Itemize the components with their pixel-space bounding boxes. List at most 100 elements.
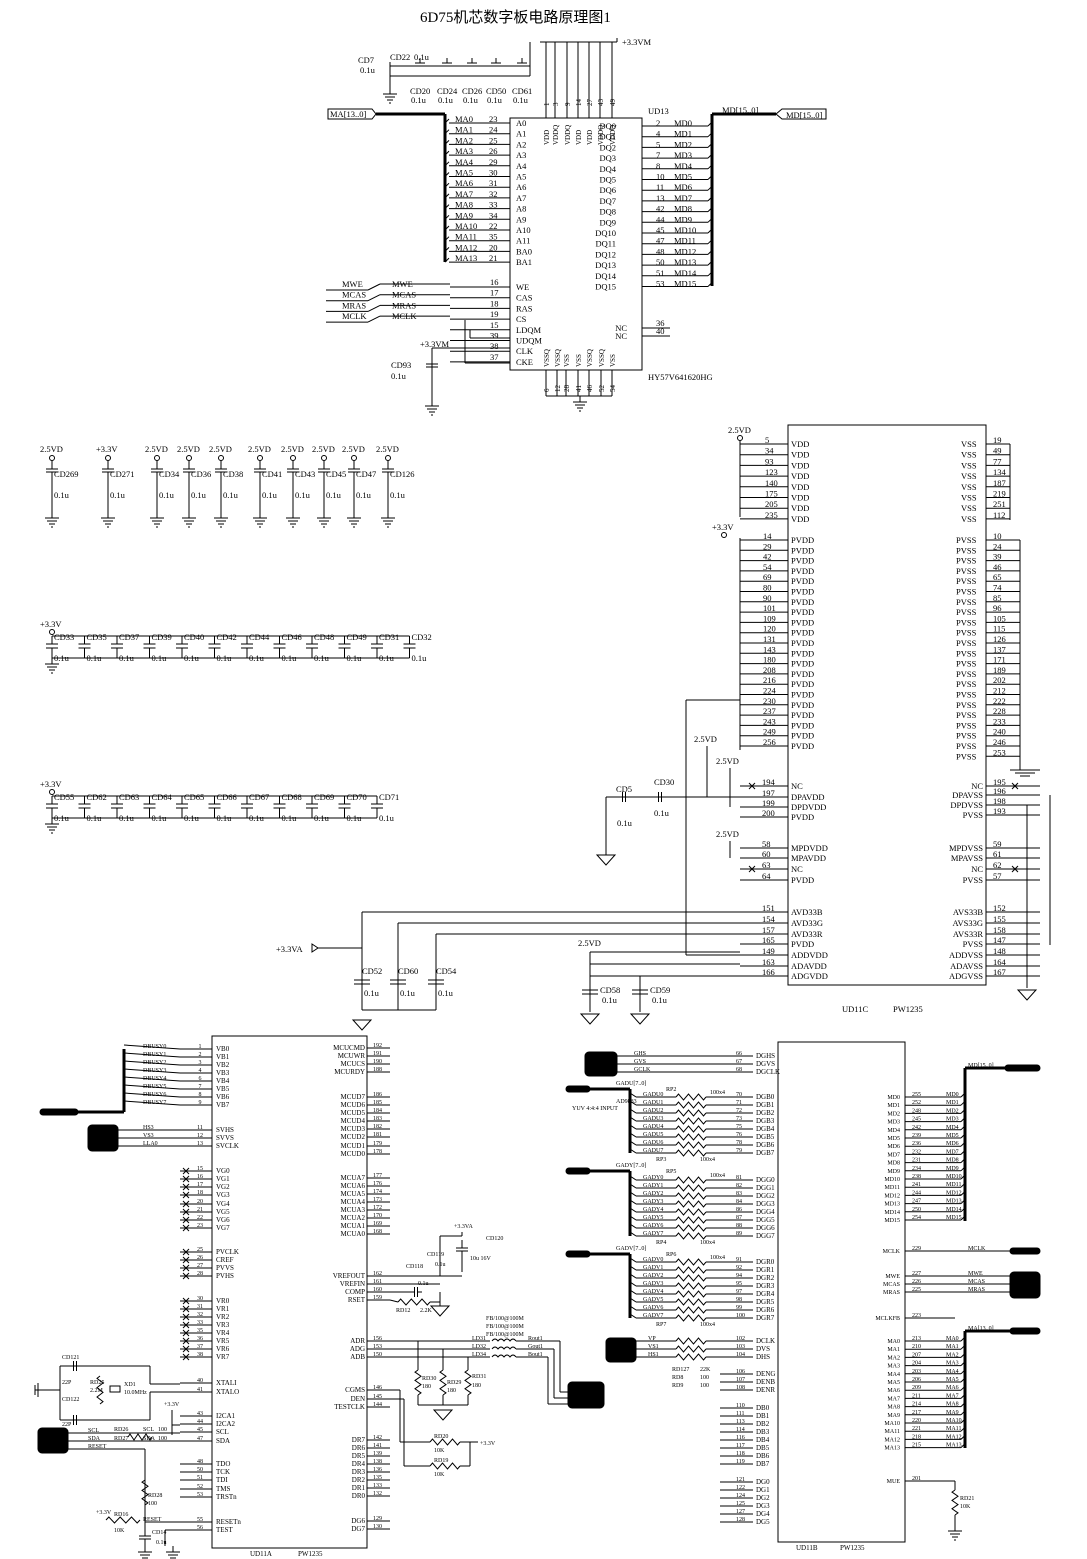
pin-name: PVSS xyxy=(956,638,977,648)
pin-name: PVHS xyxy=(216,1272,234,1280)
resistor xyxy=(675,1192,707,1200)
pin-name: VB2 xyxy=(216,1061,230,1069)
resistor xyxy=(675,1208,707,1216)
pin-name: PVDD xyxy=(791,566,814,576)
res-ref: RD28 xyxy=(148,1493,162,1499)
pin-number: 13 xyxy=(656,193,665,203)
wire xyxy=(960,1207,966,1213)
pin-number: 130 xyxy=(373,1524,382,1530)
pin-name: A4 xyxy=(516,161,527,171)
pin-name: TDO xyxy=(216,1460,230,1468)
pin-number: 243 xyxy=(763,716,776,726)
net-label: MD1 xyxy=(946,1100,959,1106)
pin-number: 63 xyxy=(762,860,771,870)
cap-ref: CD14 xyxy=(152,1530,166,1536)
pin-number: 176 xyxy=(373,1181,382,1187)
wire xyxy=(960,1191,966,1196)
connector-block xyxy=(87,1124,119,1152)
pin-name: DGR7 xyxy=(756,1314,775,1322)
pin-number: 228 xyxy=(993,706,1006,716)
cap-ref: CD55 xyxy=(54,792,74,802)
chip-ref: UD11B xyxy=(796,1544,818,1552)
pin-name: VDD xyxy=(791,460,809,470)
pin-number: 164 xyxy=(993,957,1007,967)
pin-name: VSS xyxy=(575,354,583,367)
net-label: MA10 xyxy=(455,221,477,231)
wire xyxy=(444,204,450,209)
pin-name: DGG6 xyxy=(756,1224,775,1232)
pin-name: SVHS xyxy=(216,1126,234,1134)
rp-value: 100x4 xyxy=(710,1090,725,1096)
pin-number: 40 xyxy=(656,326,665,336)
net-label: GADU6 xyxy=(643,1140,663,1146)
wire xyxy=(629,1273,637,1279)
wire xyxy=(182,1200,190,1208)
ferrite-bead xyxy=(491,1354,517,1358)
resistor xyxy=(951,1489,959,1516)
pin-number: 244 xyxy=(912,1190,921,1196)
resistor xyxy=(675,1141,707,1149)
net-label: GADV1 xyxy=(643,1265,663,1271)
pin-number: 71 xyxy=(736,1100,742,1106)
pin-name: A5 xyxy=(516,172,526,182)
pin-name: A10 xyxy=(516,225,531,235)
pin-name: MCUCMD xyxy=(333,1044,365,1052)
resistor xyxy=(464,1369,472,1396)
pin-number: 171 xyxy=(993,655,1006,665)
pin-name: PVDD xyxy=(791,535,814,545)
pin-name: DGG2 xyxy=(756,1192,775,1200)
pin-name: VG2 xyxy=(216,1183,230,1191)
pin-name: VDD xyxy=(586,130,594,145)
pin-name: PVDD xyxy=(791,690,814,700)
pin-name: MCUCS xyxy=(340,1060,365,1068)
pin-number: 135 xyxy=(373,1475,382,1481)
ctrl-label: MCAS xyxy=(342,290,366,300)
pin-name: DGVS xyxy=(756,1060,775,1068)
rail-label: +3.3V xyxy=(40,779,62,789)
pin-name: DGHS xyxy=(756,1052,775,1060)
cap-value: 0.1u xyxy=(364,988,380,998)
ground-symbol xyxy=(351,1019,373,1031)
pin-name: DGG0 xyxy=(756,1176,775,1184)
pin-number: 245 xyxy=(912,1117,921,1123)
pin-number: 174 xyxy=(373,1189,382,1195)
wire xyxy=(960,1199,966,1204)
pin-name: NC xyxy=(971,864,983,874)
cap-ref: CD41 xyxy=(262,469,282,479)
cap-ref: CD43 xyxy=(295,469,315,479)
rp-ref: RP2 xyxy=(666,1087,676,1093)
pin-number: 93 xyxy=(765,456,774,466)
pin-number: 102 xyxy=(736,1336,745,1342)
pin-name: SVVS xyxy=(216,1134,234,1142)
pin-number: 111 xyxy=(736,1411,745,1417)
pin-name: BA1 xyxy=(516,257,532,267)
pin-number: 40 xyxy=(197,1378,203,1384)
net-label: MA7 xyxy=(455,189,473,199)
wire xyxy=(960,1435,966,1440)
cap-ref: CD93 xyxy=(391,360,411,370)
wire xyxy=(123,1100,181,1106)
pin-name: VREFOUT xyxy=(333,1272,366,1280)
net-label: GADU1 xyxy=(643,1100,663,1106)
pin-name: VR0 xyxy=(216,1297,230,1305)
pin-number: 100 xyxy=(736,1313,745,1319)
net-label: GADY1 xyxy=(643,1183,663,1189)
pin-name: DGR3 xyxy=(756,1282,775,1290)
pin-number: 226 xyxy=(912,1279,921,1285)
pin-number: 134 xyxy=(993,467,1007,477)
cap-value: 0.1u xyxy=(217,813,233,823)
resistor xyxy=(675,1353,707,1361)
pin-name: TESTCLK xyxy=(334,1403,365,1411)
rail-label: 2.5VD xyxy=(209,444,232,454)
cap-value: 0.1u xyxy=(435,1262,446,1268)
cap-value: 0.1u xyxy=(314,653,330,663)
pin-name: PVDD xyxy=(791,556,814,566)
rail-terminal xyxy=(49,629,55,635)
pin-name: PVSS xyxy=(956,700,977,710)
net-label: MA0 xyxy=(946,1336,959,1342)
pin-name: MA12 xyxy=(884,1437,900,1443)
pin-name: PVSS xyxy=(963,810,984,820)
pin-number: 170 xyxy=(373,1213,382,1219)
pin-number: 233 xyxy=(993,716,1006,726)
pin-name: PVSS xyxy=(956,720,977,730)
